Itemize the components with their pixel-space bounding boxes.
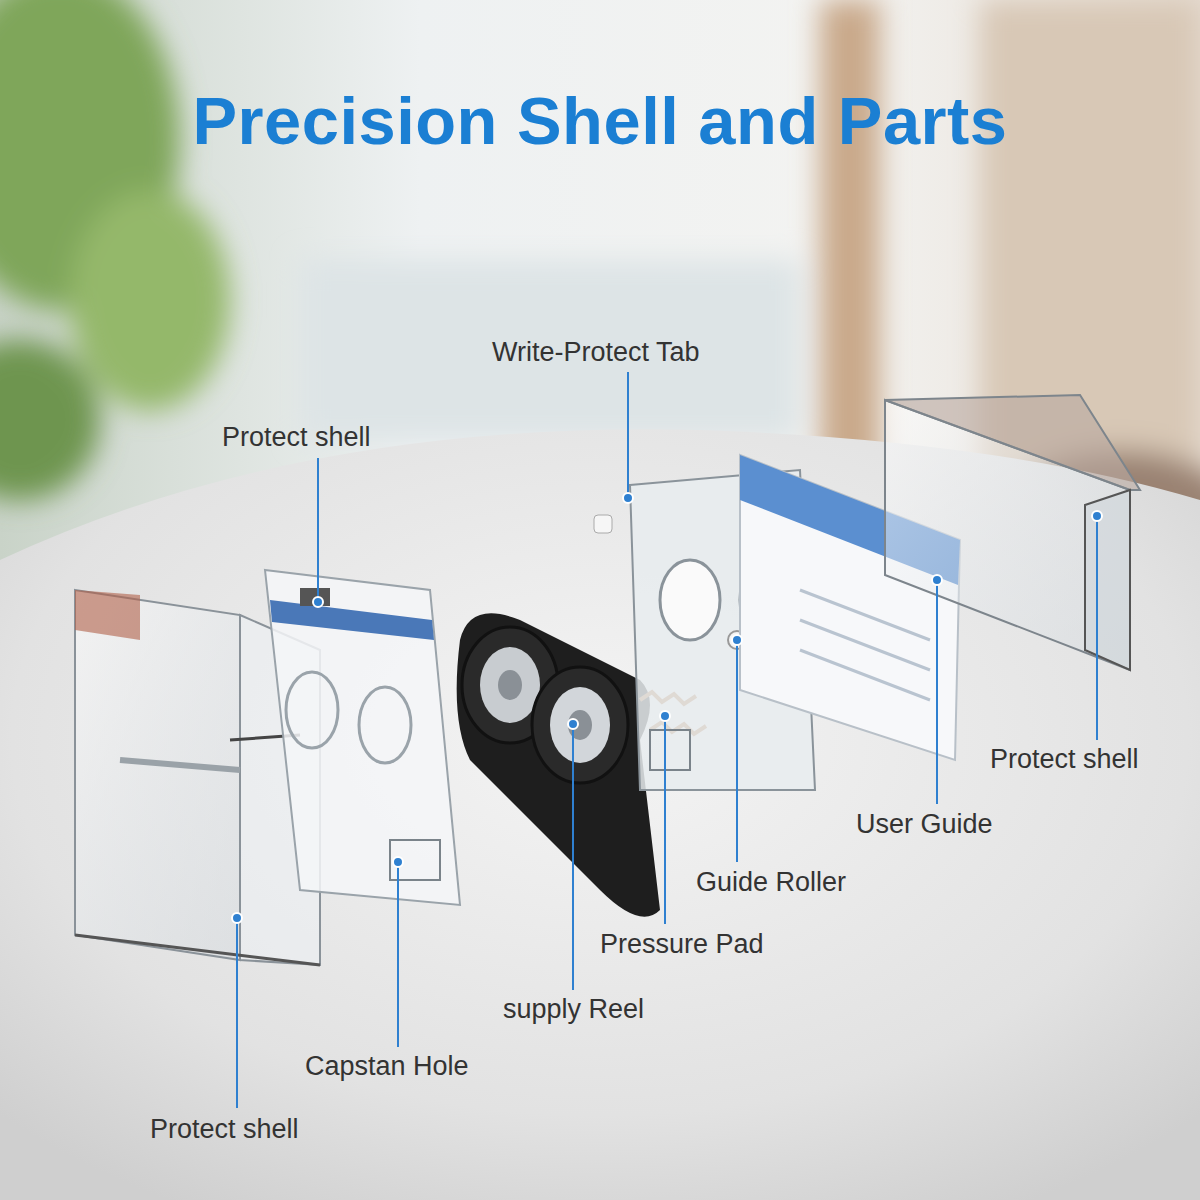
protect-shell-right (885, 395, 1140, 670)
leader-lines (232, 372, 1102, 1108)
part-label: Protect shell (990, 745, 1139, 775)
part-label: Capstan Hole (305, 1052, 469, 1082)
part-label: Protect shell (150, 1115, 299, 1145)
part-label: supply Reel (503, 995, 644, 1025)
part-label: Write-Protect Tab (492, 338, 700, 368)
cassette-front-shell (265, 570, 460, 905)
part-label: User Guide (856, 810, 993, 840)
part-label: Guide Roller (696, 868, 846, 898)
roller-part (594, 515, 612, 533)
part-label: Pressure Pad (600, 930, 764, 960)
part-label: Protect shell (222, 423, 371, 453)
tape-reels (457, 613, 660, 916)
title: Precision Shell and Parts (0, 82, 1200, 159)
